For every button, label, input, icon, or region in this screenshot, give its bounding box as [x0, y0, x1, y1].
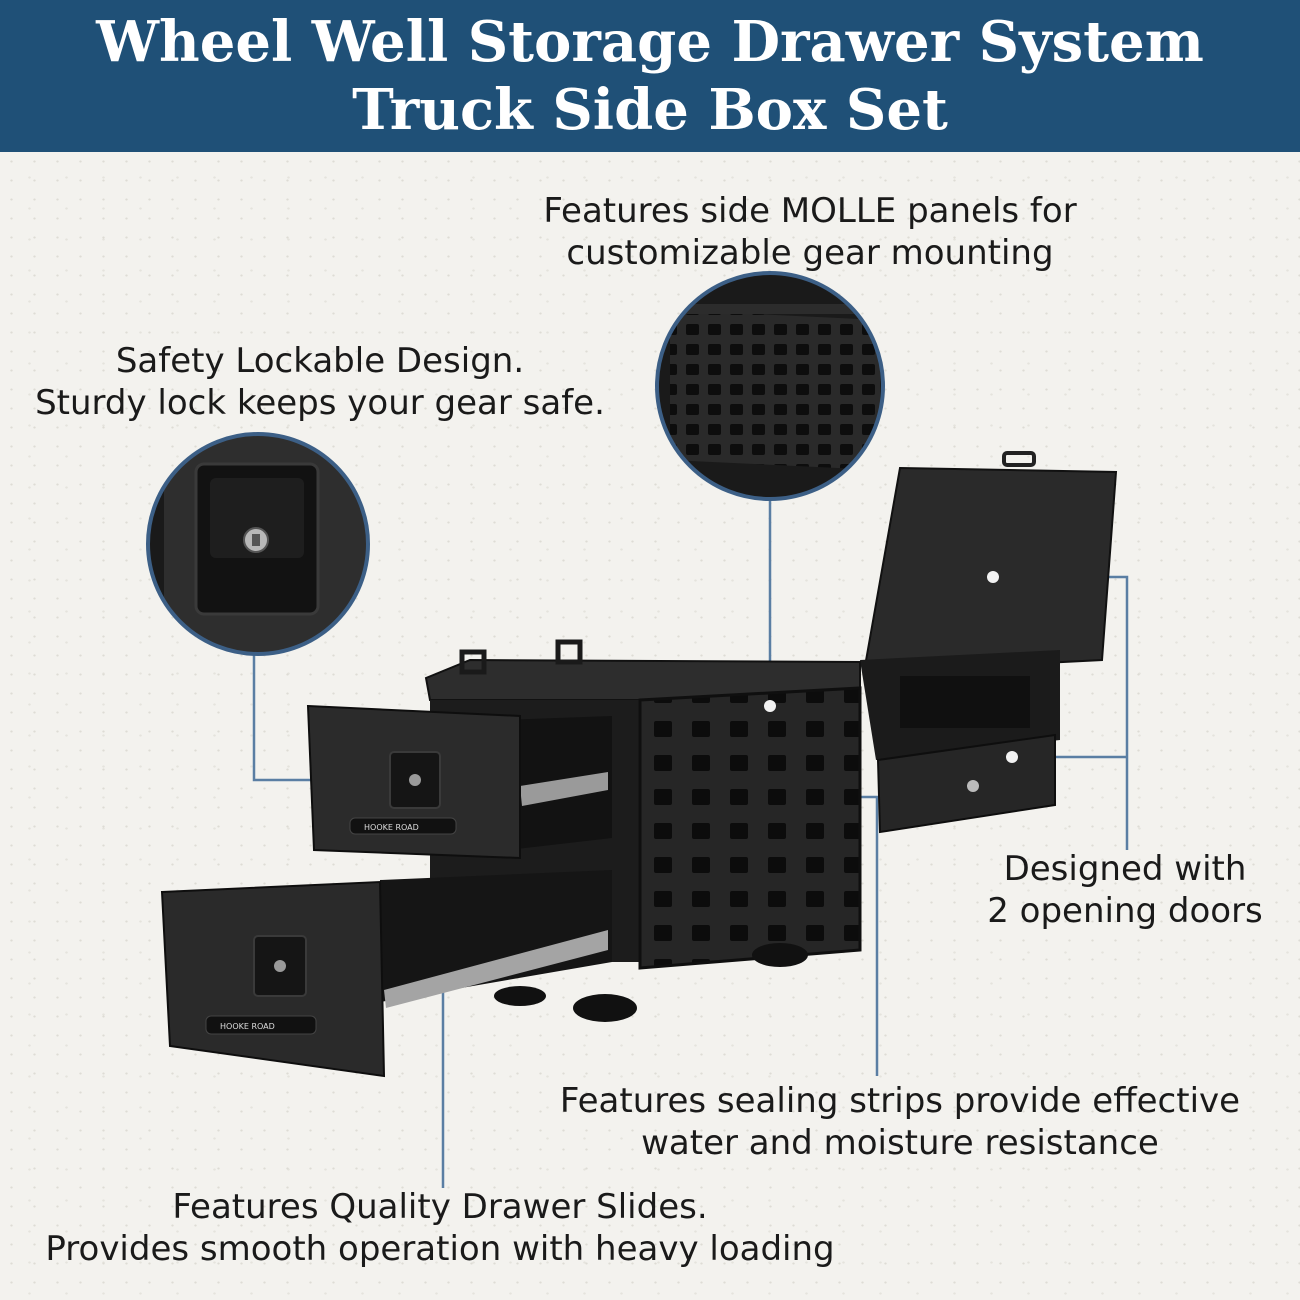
lock-zoom-circle	[146, 432, 370, 656]
sealing-callout-line-1: Features sealing strips provide effectiv…	[559, 1081, 1241, 1121]
molle-zoom-circle	[655, 271, 885, 501]
title-line-1: Wheel Well Storage Drawer System	[96, 9, 1204, 75]
title-line-2: Truck Side Box Set	[352, 77, 948, 143]
doors-callout-line-2: 2 opening doors	[987, 891, 1263, 931]
upper-slide	[520, 772, 608, 806]
lower-slide	[384, 930, 608, 1008]
upper-drawer: HOOKE ROAD	[306, 704, 612, 860]
slides-callout-line-2: Provides smooth operation with heavy loa…	[45, 1229, 835, 1269]
lid-marker-dot	[987, 571, 999, 583]
sealing-callout: Features sealing strips provide effectiv…	[510, 1080, 1290, 1164]
slides-callout-line-1: Features Quality Drawer Slides.	[172, 1187, 708, 1227]
lock-callout: Safety Lockable Design. Sturdy lock keep…	[0, 340, 640, 424]
lock-callout-line-2: Sturdy lock keeps your gear safe.	[35, 383, 605, 423]
right-compartment	[860, 650, 1060, 834]
door-marker-dot	[1006, 751, 1018, 763]
doors-callout: Designed with 2 opening doors	[960, 848, 1290, 932]
molle-callout-line-2: customizable gear mounting	[566, 233, 1054, 273]
product-illustration: HOOKE ROAD HOOKE ROAD	[146, 271, 1129, 1188]
molle-callout: Features side MOLLE panels for customiza…	[470, 190, 1150, 274]
lock-callout-line-1: Safety Lockable Design.	[115, 341, 525, 381]
slides-callout: Features Quality Drawer Slides. Provides…	[0, 1186, 880, 1270]
open-lid	[862, 451, 1118, 674]
sealing-callout-line-2: water and moisture resistance	[641, 1123, 1159, 1163]
title-banner: Wheel Well Storage Drawer System Truck S…	[0, 0, 1300, 152]
molle-callout-line-1: Features side MOLLE panels for	[543, 191, 1077, 231]
upper-brand-text: HOOKE ROAD	[364, 823, 419, 832]
lower-brand-text: HOOKE ROAD	[220, 1022, 275, 1031]
molle-marker-dot	[764, 700, 776, 712]
doors-callout-line-1: Designed with	[1003, 849, 1247, 889]
lower-drawer: HOOKE ROAD	[160, 870, 612, 1078]
